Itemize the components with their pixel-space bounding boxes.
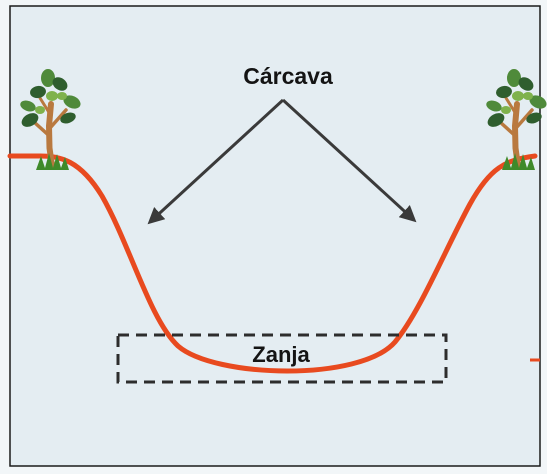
arrow-icon xyxy=(281,98,417,223)
ditch-box xyxy=(116,333,448,384)
gully-label: Cárcava xyxy=(243,63,333,89)
ditch-label: Zanja xyxy=(252,342,310,367)
gully-profile-line xyxy=(7,153,538,374)
arrow-icon xyxy=(147,98,285,225)
